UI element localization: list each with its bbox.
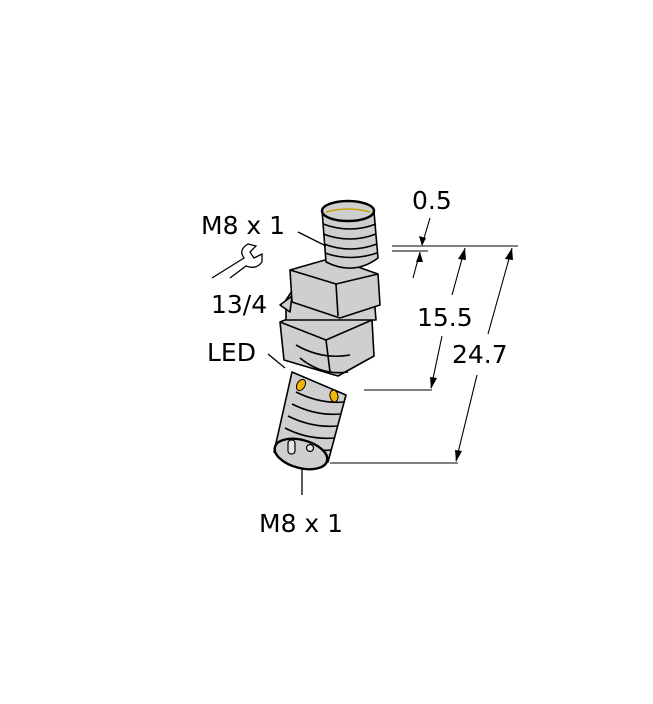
label-led: LED — [207, 338, 256, 367]
label-wrench-size: 13/4 — [211, 290, 268, 319]
dim-cap-offset: 0.5 — [412, 186, 452, 215]
led-indicator-2 — [329, 389, 339, 403]
dim-total-length: 24.7 — [452, 340, 508, 369]
led-indicator-1 — [295, 378, 307, 392]
label-thread-bottom: M8 x 1 — [259, 509, 344, 538]
top-connector — [320, 199, 379, 269]
wrench-icon — [211, 243, 263, 279]
bottom-connector — [273, 371, 347, 471]
label-thread-top: M8 x 1 — [201, 211, 286, 240]
dim-body-to-connector: 15.5 — [417, 303, 473, 332]
